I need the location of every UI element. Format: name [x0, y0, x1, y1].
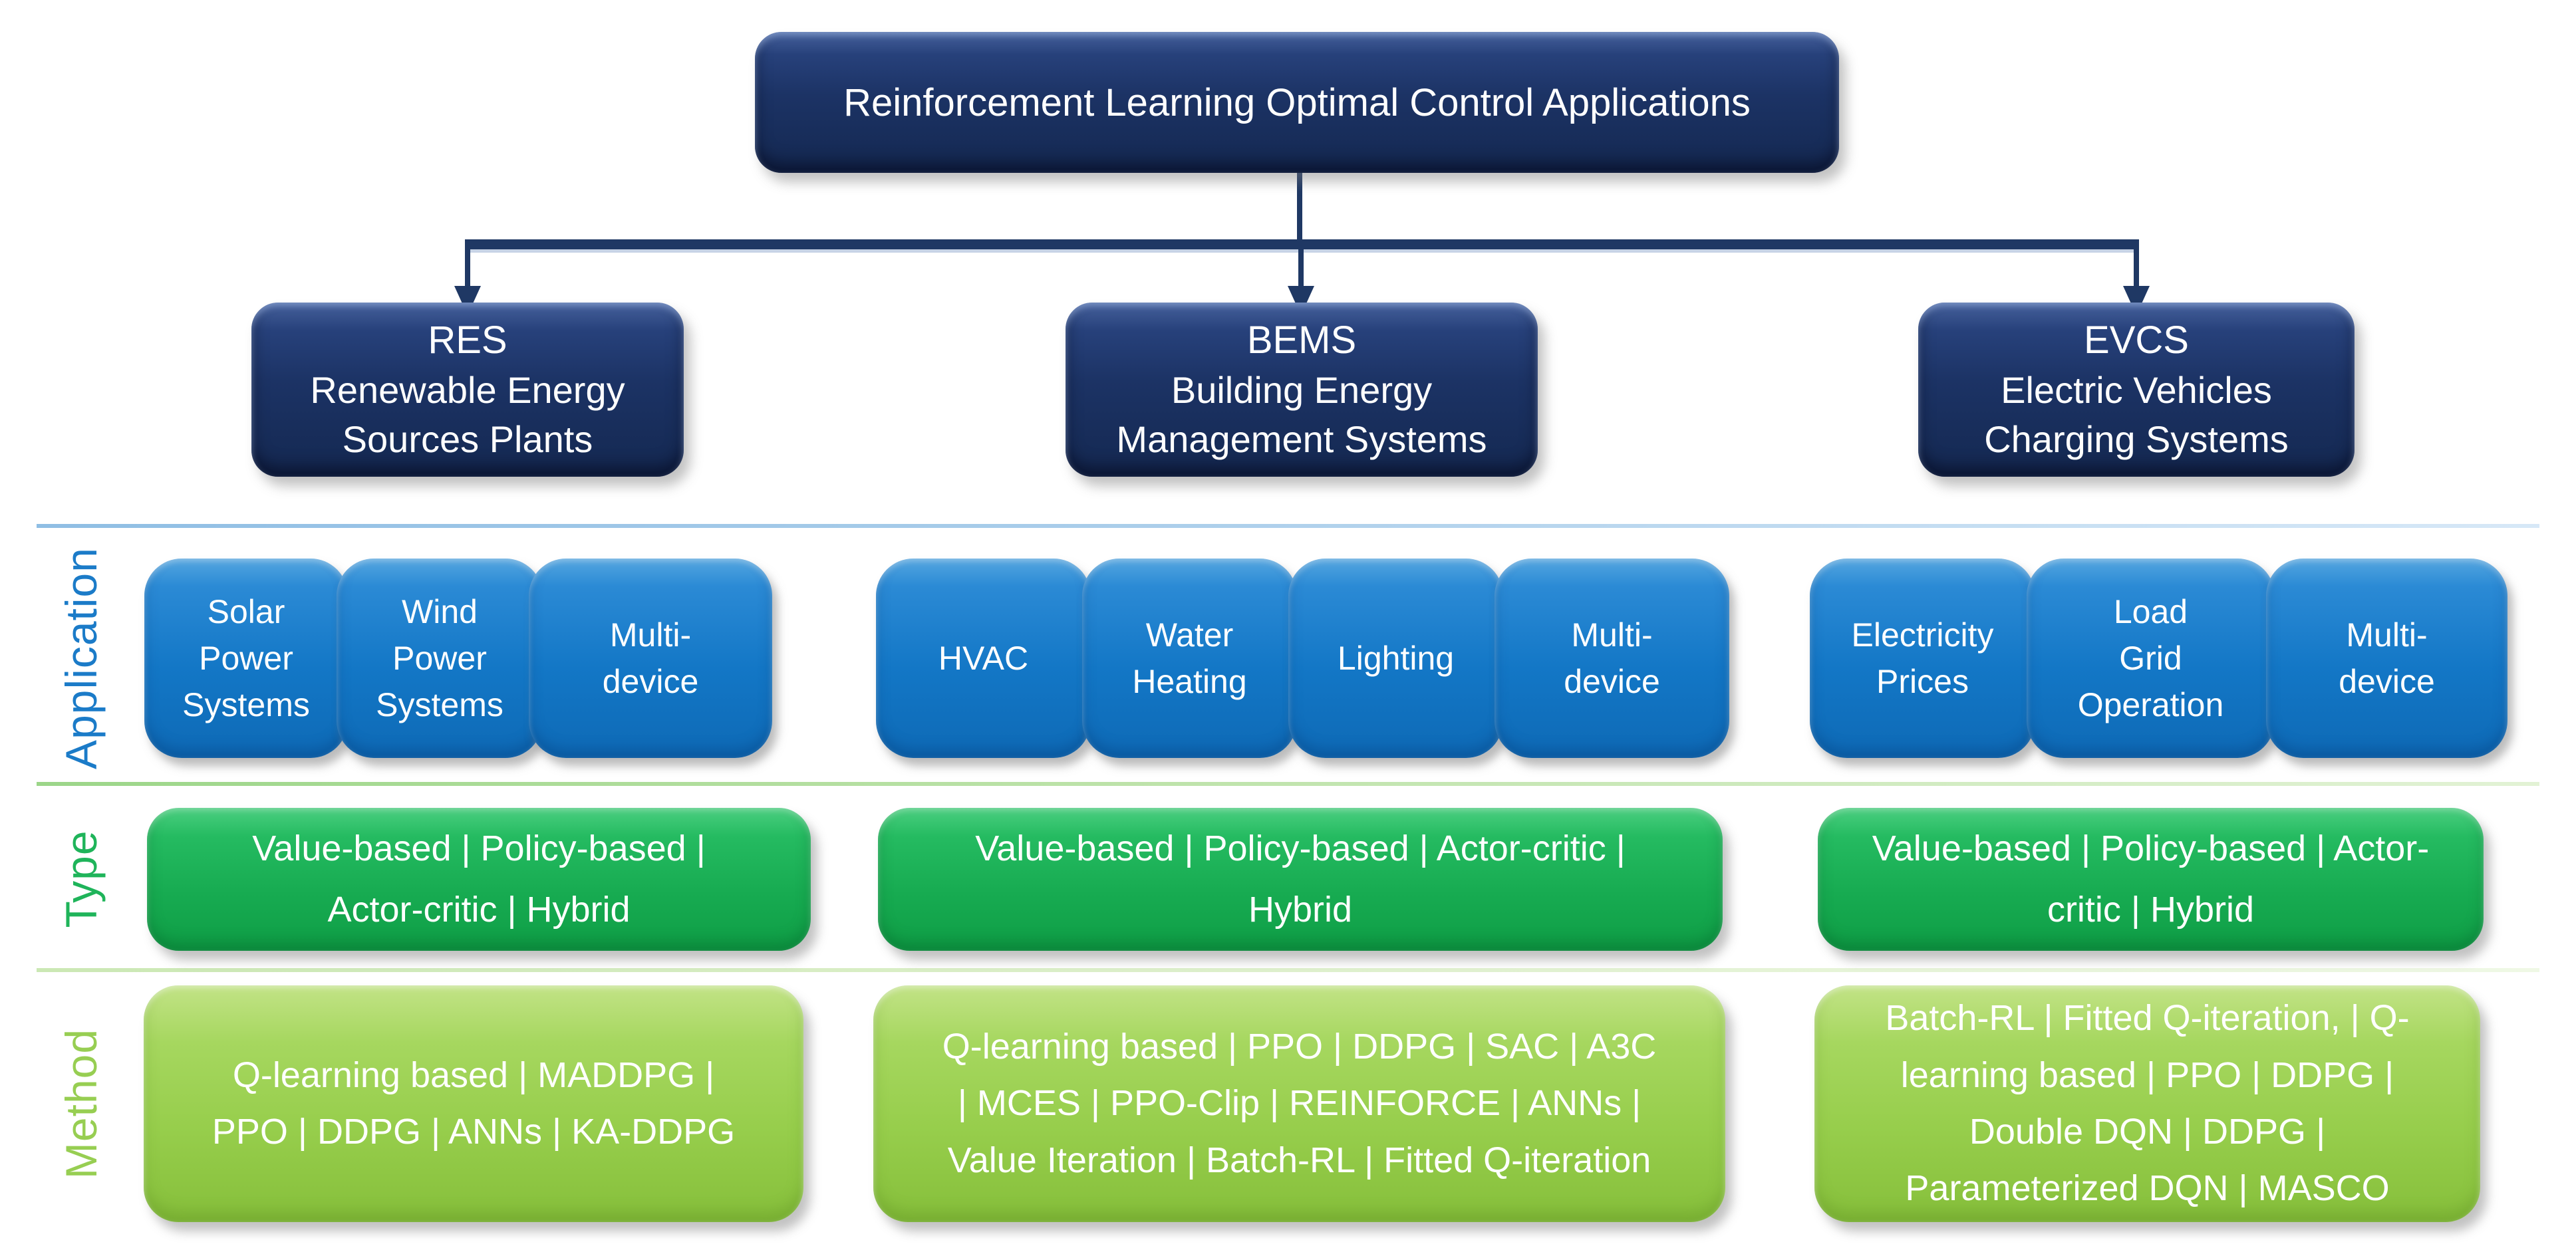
- method-box-evcs: Batch-RL | Fitted Q-iteration, | Q- lear…: [1814, 985, 2480, 1222]
- title-box: Reinforcement Learning Optimal Control A…: [755, 32, 1839, 173]
- app-box-hvac: HVAC: [876, 559, 1091, 758]
- arrow-down-icon: [2123, 286, 2150, 315]
- branch-box-evcs: EVCS Electric Vehicles Charging Systems: [1918, 303, 2355, 477]
- arrow-down-icon: [454, 286, 481, 315]
- row-label-method: Method: [57, 1028, 106, 1180]
- app-box-water-heating: Water Heating: [1082, 559, 1297, 758]
- branch-acronym: RES: [428, 318, 507, 362]
- branch-box-bems: BEMS Building Energy Management Systems: [1066, 303, 1538, 477]
- divider-application-row: [37, 524, 2539, 528]
- app-box-load-grid-operation: Load Grid Operation: [2027, 559, 2275, 758]
- divider-method-row: [37, 968, 2539, 972]
- branch-name: Building Energy Management Systems: [1116, 369, 1487, 461]
- branch-name: Renewable Energy Sources Plants: [310, 369, 625, 461]
- row-label-type: Type: [57, 830, 106, 928]
- branch-acronym: EVCS: [2084, 318, 2189, 362]
- type-box-bems: Value-based | Policy-based | Actor-criti…: [878, 808, 1723, 951]
- arrow-down-icon: [1288, 286, 1314, 315]
- app-box-electricity-prices: Electricity Prices: [1810, 559, 2035, 758]
- branch-name: Electric Vehicles Charging Systems: [1984, 369, 2289, 461]
- app-box-bems-multi-device: Multi- device: [1495, 559, 1729, 758]
- connector-tree: [454, 169, 2150, 315]
- method-box-res: Q-learning based | MADDPG | PPO | DDPG |…: [144, 985, 803, 1222]
- method-box-bems: Q-learning based | PPO | DDPG | SAC | A3…: [873, 985, 1725, 1222]
- branch-box-res: RES Renewable Energy Sources Plants: [251, 303, 684, 477]
- type-box-res: Value-based | Policy-based | Actor-criti…: [147, 808, 811, 951]
- app-box-res-multi-device: Multi- device: [529, 559, 772, 758]
- row-label-application: Application: [57, 547, 106, 769]
- type-box-evcs: Value-based | Policy-based | Actor- crit…: [1818, 808, 2484, 951]
- app-box-evcs-multi-device: Multi- device: [2266, 559, 2507, 758]
- branch-acronym: BEMS: [1246, 318, 1357, 362]
- connector-bar: [465, 239, 2139, 249]
- app-box-lighting: Lighting: [1288, 559, 1503, 758]
- divider-type-row: [37, 782, 2539, 786]
- page-title: Reinforcement Learning Optimal Control A…: [843, 80, 1751, 124]
- app-box-solar-power-systems: Solar Power Systems: [144, 559, 348, 758]
- app-box-wind-power-systems: Wind Power Systems: [337, 559, 543, 758]
